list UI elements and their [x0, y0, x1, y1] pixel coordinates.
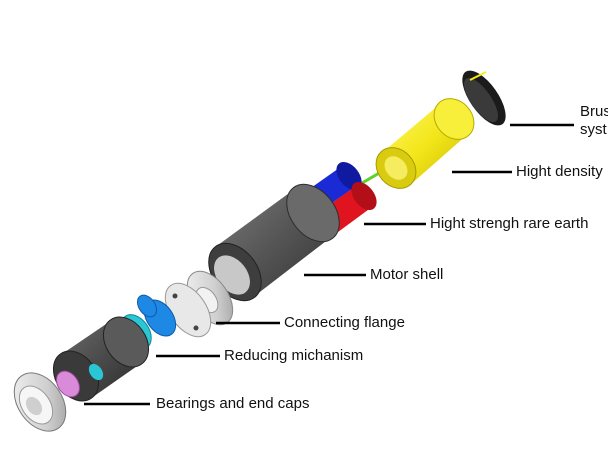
label-reducing-mechanism: Reducing michanism: [224, 347, 364, 364]
label-motor-shell: Motor shell: [370, 266, 444, 283]
connecting-flange-part: [164, 270, 234, 338]
label-brush-line2: syst: [580, 121, 607, 138]
label-rare-earth: Hight strengh rare earth: [430, 215, 589, 232]
bearings-end-cap-part: [13, 370, 80, 432]
label-bearings-end-caps: Bearings and end caps: [156, 395, 310, 412]
label-brush-line1: Brus: [580, 103, 608, 120]
high-density-winding-part: [375, 98, 475, 189]
label-connecting-flange: Connecting flange: [284, 314, 405, 331]
gear-housing-part: [52, 316, 150, 402]
brush-system-part: [462, 70, 506, 126]
label-high-density: Hight density: [516, 163, 603, 180]
label-brush-system: Brus syst: [580, 103, 608, 139]
